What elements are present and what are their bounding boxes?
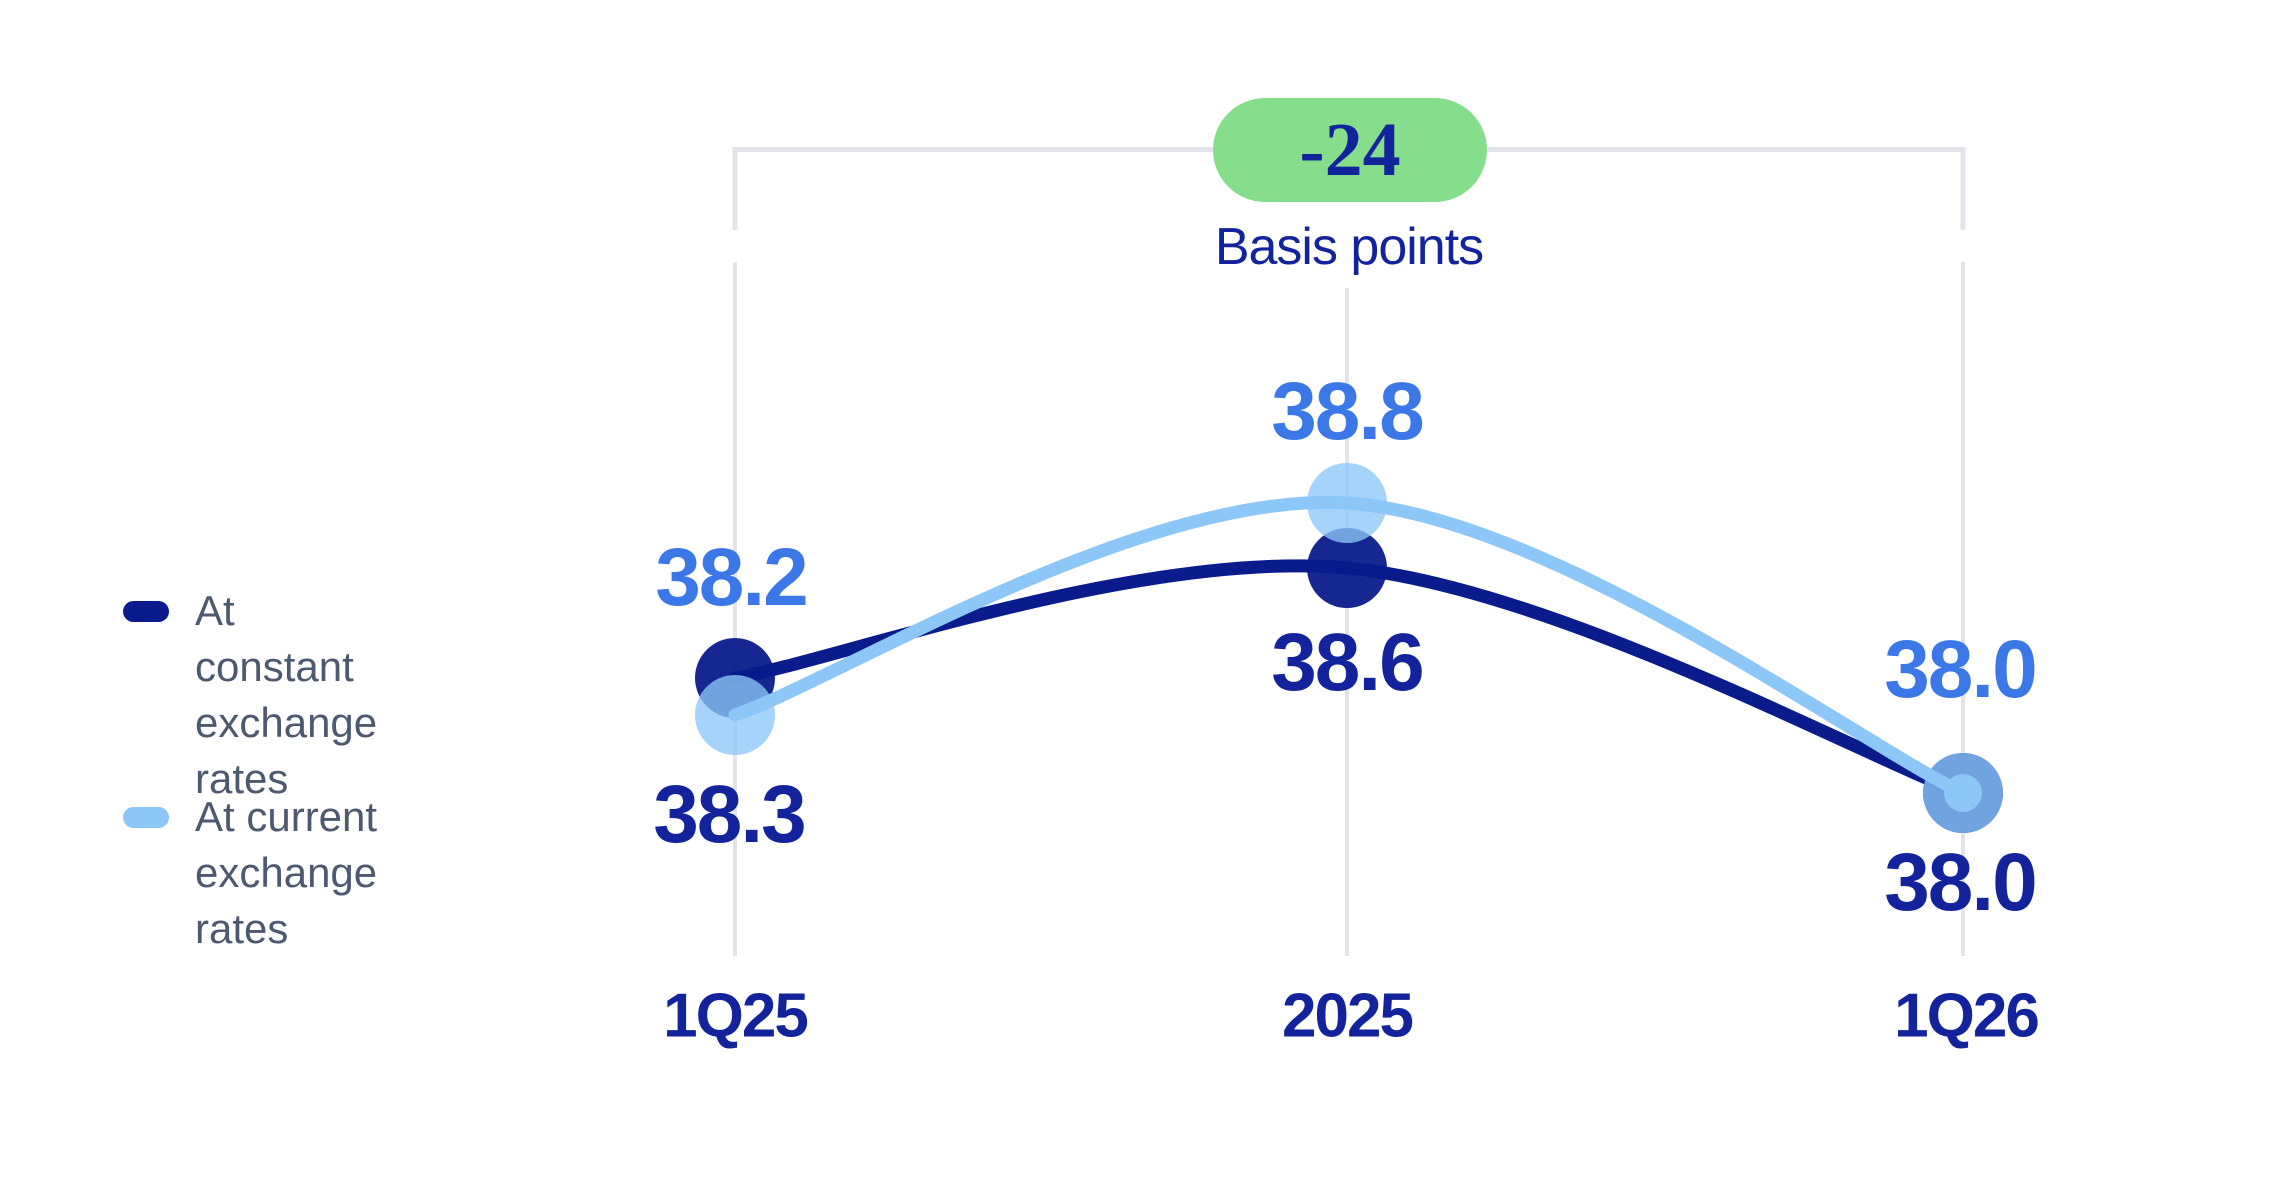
current-rates-point-2025 [1307, 463, 1387, 543]
current-rates-swatch-icon [123, 807, 169, 828]
current-rates-point-1q25 [695, 675, 775, 755]
x-axis-label-1q26: 1Q26 [1894, 981, 2040, 1051]
value-label-constant-2025: 38.6 [1271, 617, 1425, 708]
constant-rates-swatch-icon [123, 601, 169, 622]
legend-label-current-rates: At current exchange rates [195, 789, 377, 957]
value-label-current-1q25: 38.2 [655, 532, 809, 623]
legend-label-line: exchange rates [195, 849, 378, 952]
change-badge: -24 [1213, 98, 1487, 202]
x-axis-label-2025: 2025 [1282, 981, 1414, 1051]
value-label-current-2025: 38.8 [1271, 366, 1425, 457]
value-label-constant-1q25: 38.3 [653, 769, 807, 860]
current-rates-point-1q26-core [1944, 774, 1982, 812]
change-badge-label: Basis points [1214, 218, 1484, 276]
legend-label-line: At current [195, 793, 378, 840]
constant-rates-point-2025 [1307, 528, 1387, 608]
value-label-current-1q26: 38.0 [1884, 624, 2038, 715]
x-axis-label-1q25: 1Q25 [663, 981, 809, 1051]
legend-label-line: exchange rates [195, 699, 378, 802]
legend-label-line: At constant [195, 587, 354, 690]
legend-label-constant-rates: At constant exchange rates [195, 583, 377, 807]
value-label-constant-1q26: 38.0 [1884, 837, 2038, 928]
